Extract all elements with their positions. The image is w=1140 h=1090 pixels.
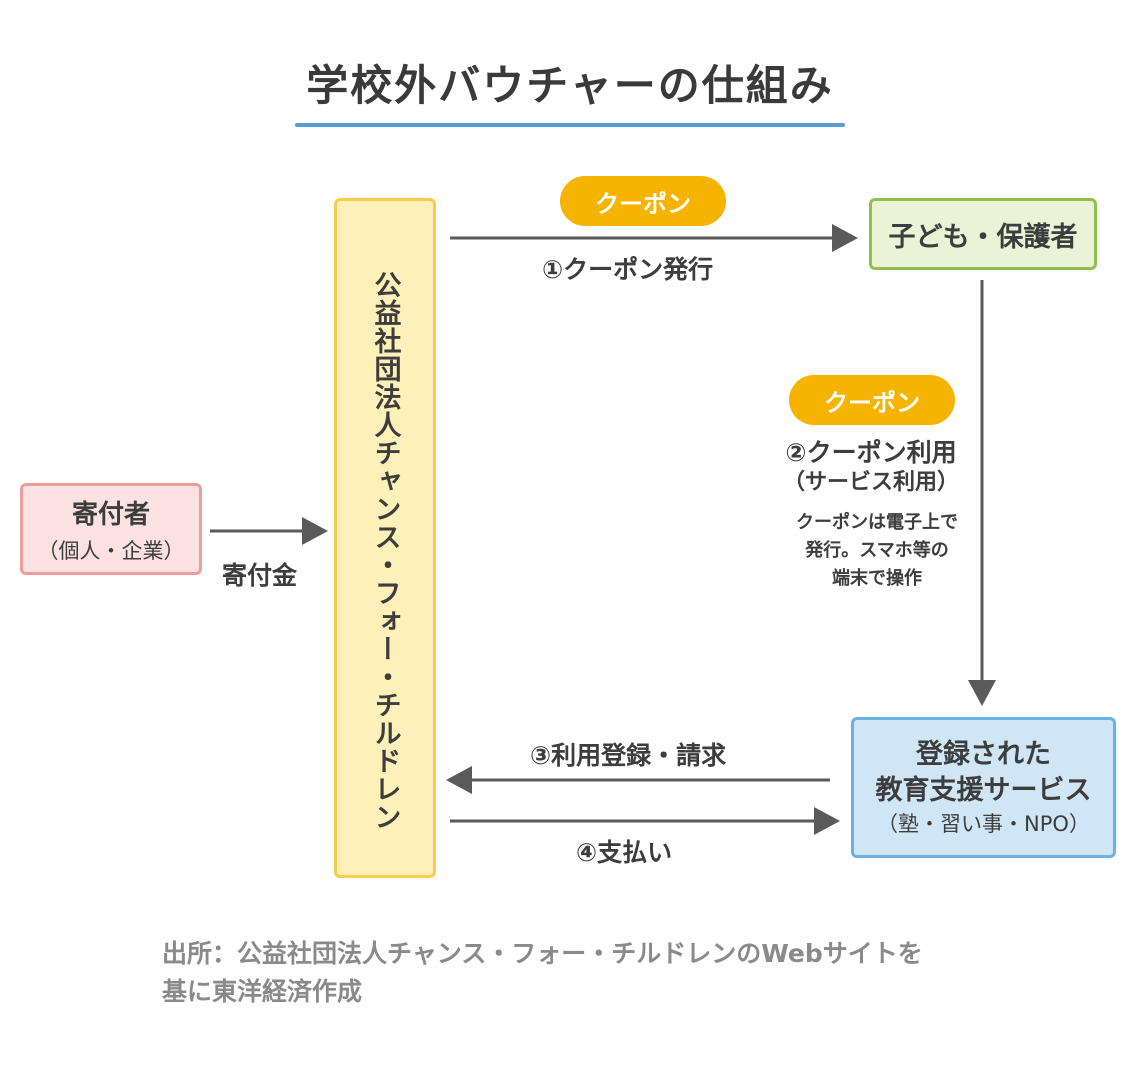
register-arrow-head <box>446 766 472 794</box>
pay-label: ④支払い <box>576 838 673 867</box>
child-name: 子ども・保護者 <box>888 221 1078 253</box>
donor-name: 寄付者 <box>71 499 150 530</box>
service-line3: （塾・習い事・NPO） <box>877 811 1090 836</box>
donation-arrow-head <box>302 517 328 545</box>
org-name: 公益社団法人チャンス・フォー・チルドレン <box>369 271 401 831</box>
note-line-3: 端末で操作 <box>832 568 922 589</box>
donation-label: 寄付金 <box>222 561 298 590</box>
donor-box: 寄付者 （個人・企業） <box>20 483 202 575</box>
use-sub-label: （サービス利用） <box>782 470 959 495</box>
source-note: 出所：公益社団法人チャンス・フォー・チルドレンのWebサイトを 基に東洋経済作成 <box>162 935 923 1011</box>
page-title: 学校外バウチャーの仕組み <box>306 61 834 110</box>
register-label: ③利用登録・請求 <box>530 741 727 770</box>
source-line-1: 出所：公益社団法人チャンス・フォー・チルドレンのWebサイトを <box>162 939 923 968</box>
use-arrow-head <box>968 680 996 706</box>
service-line1: 登録された <box>916 738 1051 770</box>
pay-arrow-head <box>814 807 840 835</box>
coupon-badge-2: クーポン <box>789 375 955 425</box>
issue-arrow-head <box>832 224 858 252</box>
service-line2: 教育支援サービス <box>875 774 1092 806</box>
note-line-1: クーポンは電子上で <box>796 512 958 533</box>
issue-label: ①クーポン発行 <box>542 255 714 284</box>
note-line-2: 発行。スマホ等の <box>805 540 949 561</box>
use-label: ②クーポン利用 <box>785 438 957 467</box>
title-underline <box>295 123 845 127</box>
coupon-badge-1: クーポン <box>560 176 726 226</box>
child-box: 子ども・保護者 <box>869 198 1097 270</box>
note-text: クーポンは電子上で 発行。スマホ等の 端末で操作 <box>772 509 982 593</box>
donor-sub: （個人・企業） <box>37 538 185 563</box>
org-box: 公益社団法人チャンス・フォー・チルドレン <box>334 198 436 878</box>
source-line-2: 基に東洋経済作成 <box>162 977 363 1006</box>
service-box: 登録された 教育支援サービス （塾・習い事・NPO） <box>851 717 1116 858</box>
